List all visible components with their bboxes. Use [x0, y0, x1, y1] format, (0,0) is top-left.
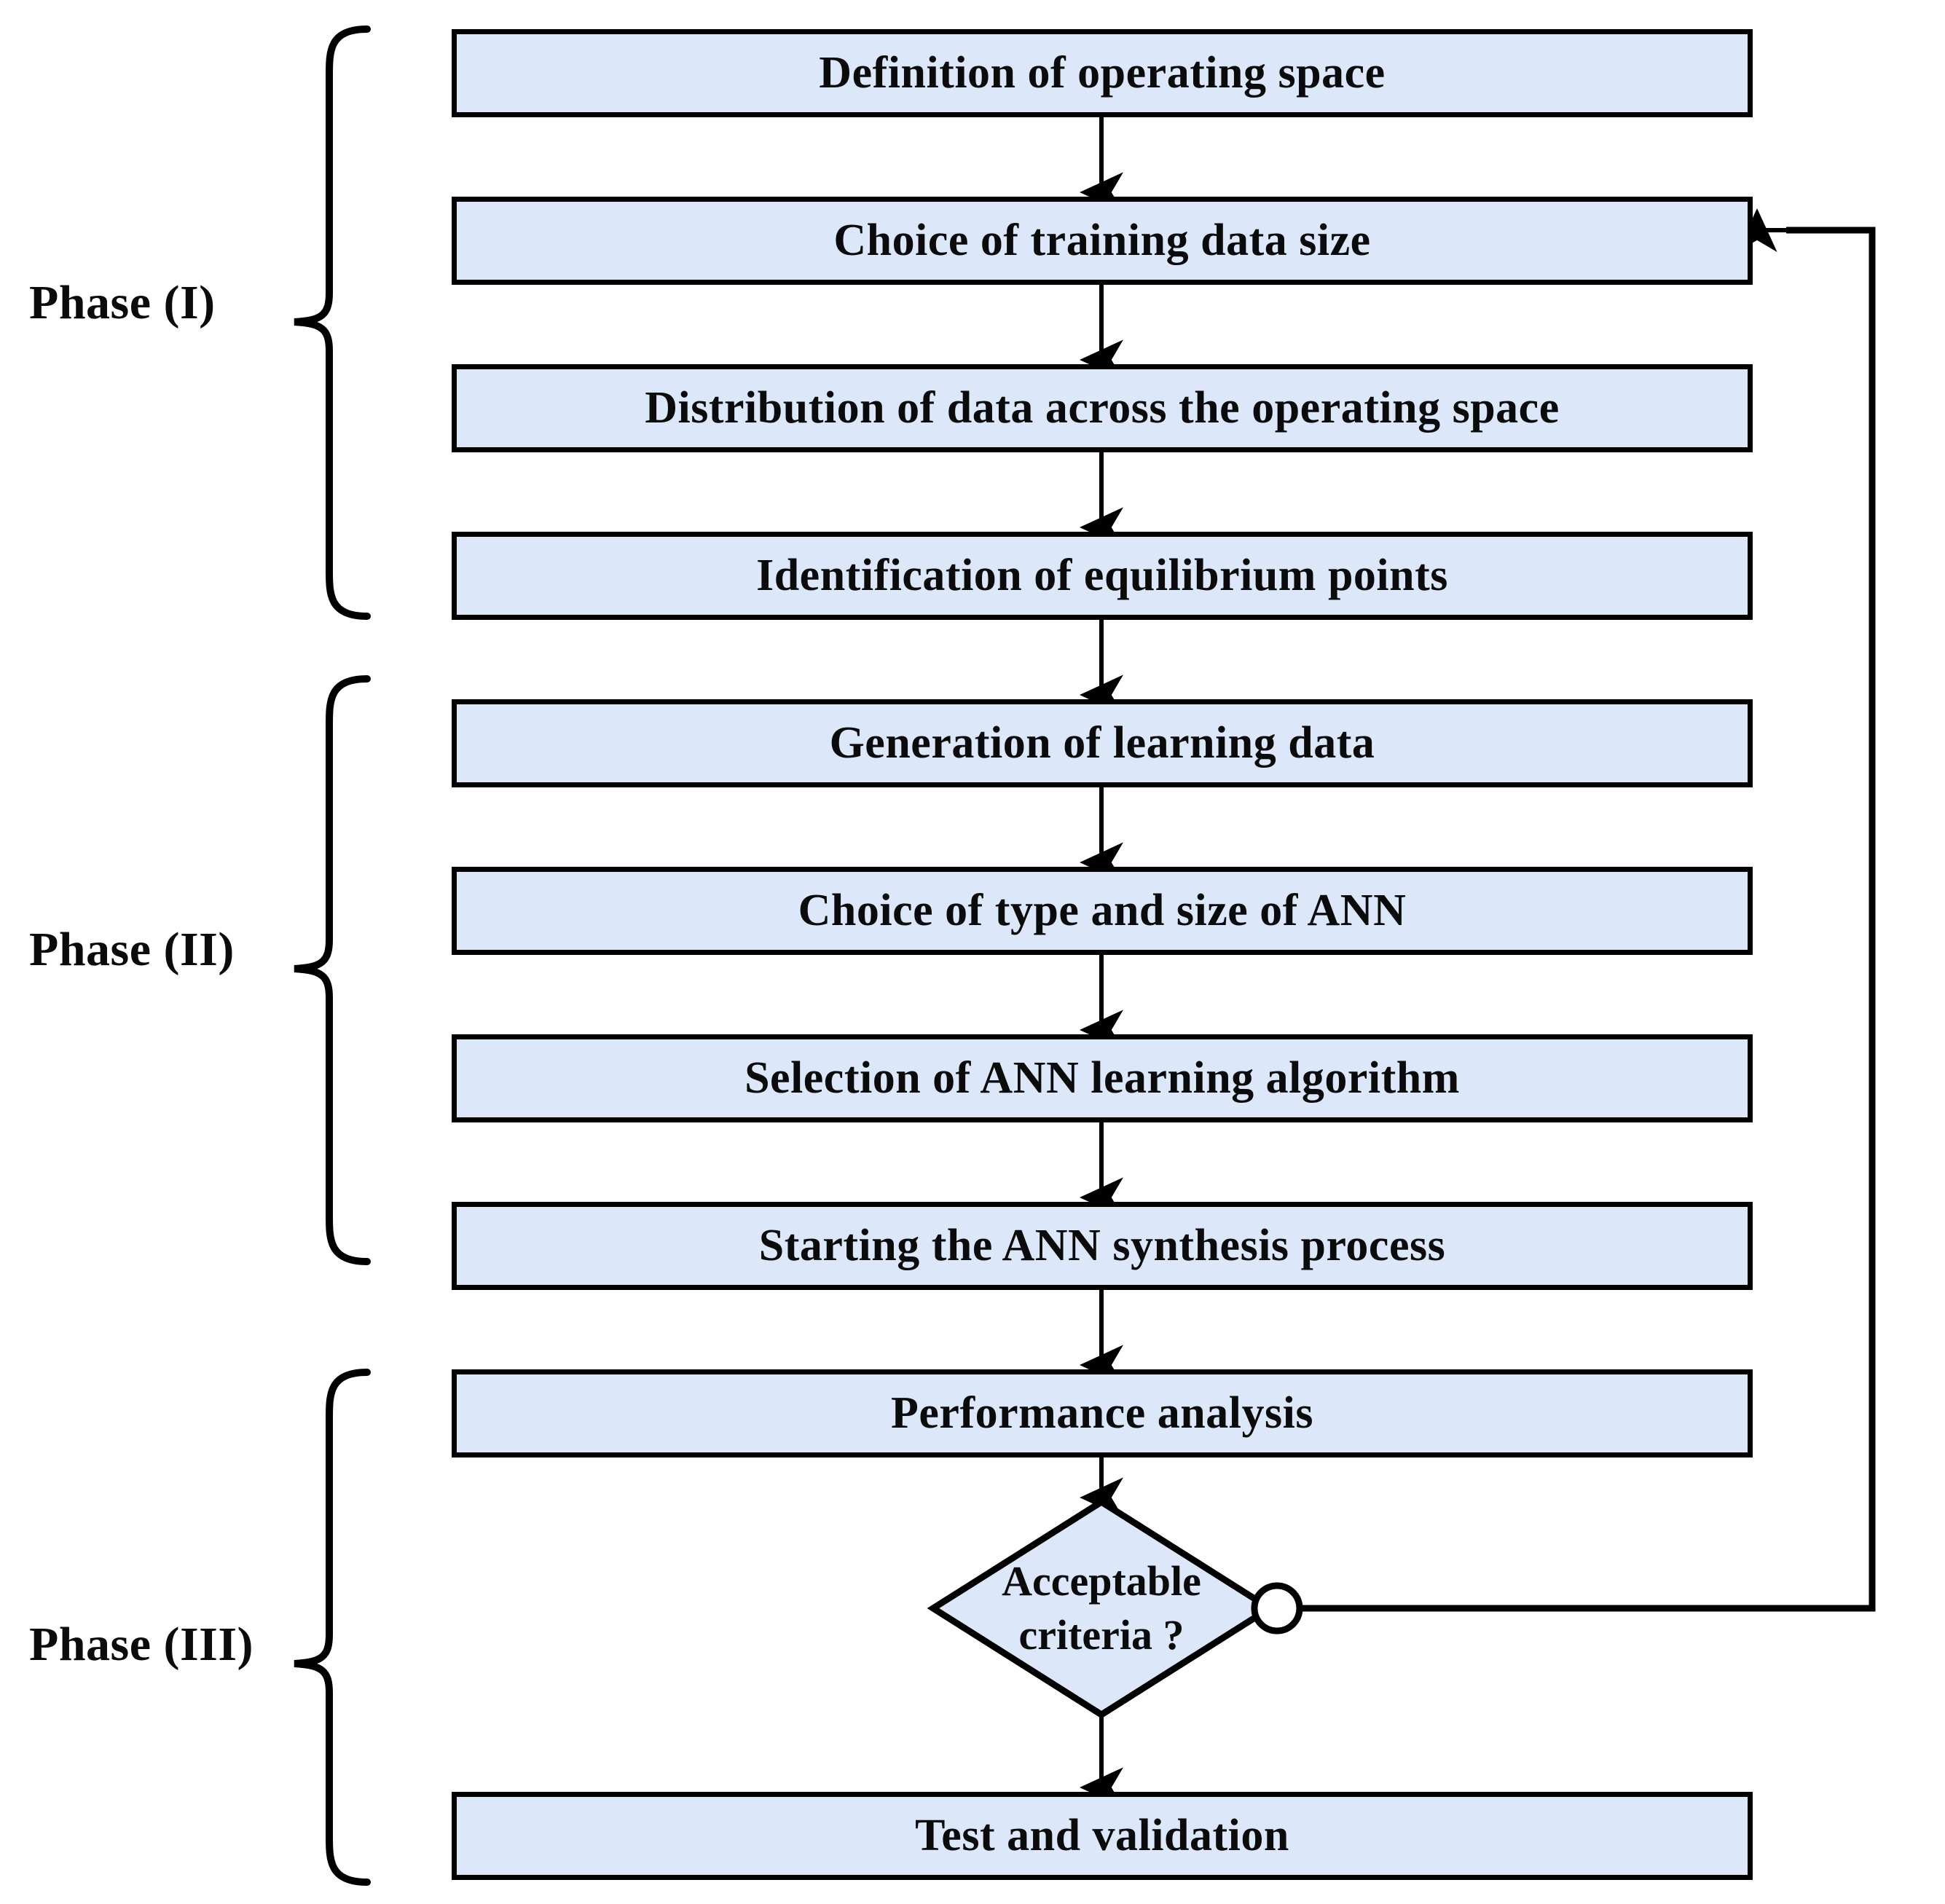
node-label: Performance analysis [891, 1388, 1313, 1438]
decision-diamond-shape [927, 1498, 1276, 1719]
phase-label-1: Phase (I) [29, 276, 216, 329]
node-generation-of-learning-data[interactable]: Generation of learning data [452, 699, 1753, 787]
node-label: Choice of training data size [833, 215, 1371, 265]
phase-label-2: Phase (II) [29, 923, 235, 976]
node-selection-of-ann-learning-algorithm[interactable]: Selection of ANN learning algorithm [452, 1034, 1753, 1122]
node-starting-the-ann-synthesis-process[interactable]: Starting the ANN synthesis process [452, 1202, 1753, 1290]
node-performance-analysis[interactable]: Performance analysis [452, 1369, 1753, 1457]
node-label: Selection of ANN learning algorithm [744, 1053, 1460, 1103]
phase-1-brace [294, 25, 371, 620]
phase-label-3: Phase (III) [29, 1618, 254, 1671]
node-choice-of-training-data-size[interactable]: Choice of training data size [452, 197, 1753, 285]
node-label: Identification of equilibrium points [756, 550, 1448, 600]
node-label: Test and validation [915, 1810, 1289, 1860]
node-label: Definition of operating space [819, 47, 1386, 98]
node-definition-of-operating-space[interactable]: Definition of operating space [452, 29, 1753, 117]
node-choice-of-type-and-size-of-ann[interactable]: Choice of type and size of ANN [452, 867, 1753, 955]
node-identification-of-equilibrium-points[interactable]: Identification of equilibrium points [452, 532, 1753, 620]
node-label: Distribution of data across the operatin… [645, 382, 1560, 433]
node-label: Starting the ANN synthesis process [758, 1220, 1446, 1270]
phase-3-brace [294, 1369, 371, 1886]
feedback-connector-circle [1251, 1582, 1303, 1634]
feedback-loop-path [1291, 227, 1876, 1612]
node-label: Generation of learning data [829, 717, 1375, 768]
phase-2-brace [294, 675, 371, 1265]
node-label: Choice of type and size of ANN [798, 885, 1407, 935]
node-distribution-of-data-across-operating-space[interactable]: Distribution of data across the operatin… [452, 364, 1753, 452]
node-test-and-validation[interactable]: Test and validation [452, 1792, 1753, 1880]
